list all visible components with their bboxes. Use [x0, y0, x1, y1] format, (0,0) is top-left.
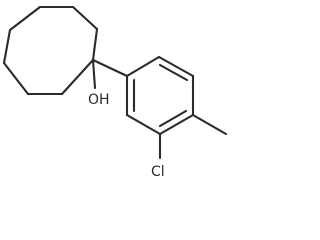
cycloheptane-ring: [2, 5, 99, 96]
ring-bond: [91, 27, 99, 62]
ring-bond: [2, 28, 12, 65]
aromatic-double-bond: [158, 63, 189, 82]
aromatic-bond: [125, 113, 162, 136]
aromatic-bond: [158, 113, 195, 136]
benzene-ring: [125, 55, 195, 136]
aromatic-double-bond: [158, 109, 188, 128]
ring-bond: [71, 5, 99, 31]
ring-link-bond: [91, 58, 129, 78]
hydroxyl-bond: [91, 58, 97, 90]
ring-bond: [60, 58, 95, 96]
chlorine-label: Cl: [151, 164, 165, 180]
ring-bond: [2, 61, 30, 96]
aromatic-bond: [125, 55, 161, 78]
ring-bond: [8, 5, 42, 32]
hydroxyl-label: OH: [88, 92, 110, 108]
methyl-bond: [191, 113, 228, 136]
chemical-structure-diagram: OH Cl: [2, 5, 228, 180]
aromatic-bond: [157, 55, 195, 78]
